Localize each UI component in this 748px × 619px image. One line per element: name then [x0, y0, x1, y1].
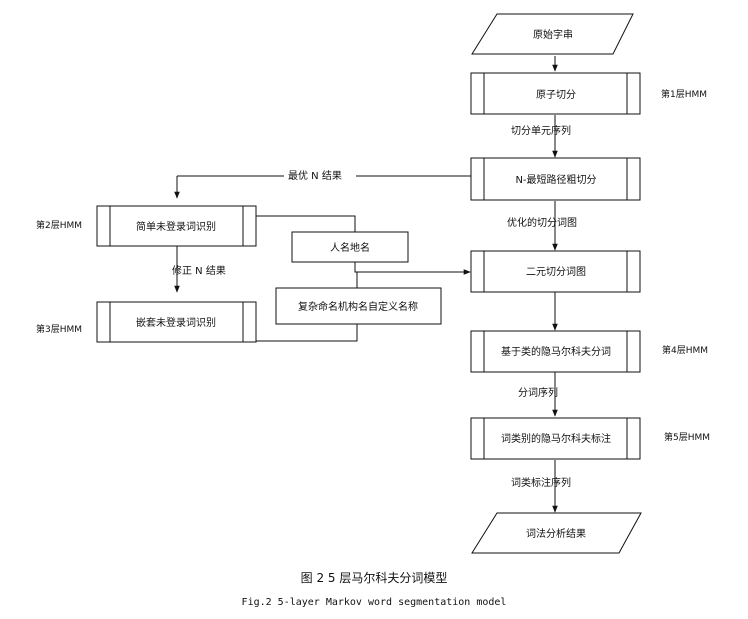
node-raw-string-shape — [471, 13, 634, 55]
node-bigram-label: 二元切分词图 — [526, 266, 586, 278]
node-nested-unknown-label: 嵌套未登录词识别 — [136, 316, 216, 329]
edge-label-word-seq: 分词序列 — [518, 386, 558, 399]
node-complex-names-label: 复杂命名机构名自定义名称 — [298, 300, 418, 313]
node-complex-names-shape — [275, 287, 442, 325]
figure-caption-chinese: 图 2 5 层马尔科夫分词模型 — [300, 571, 448, 585]
figure-caption-english: Fig.2 5-layer Markov word segmentation m… — [241, 597, 507, 608]
layer-label-1: 第1层HMM — [661, 88, 707, 100]
edge-label-best-n: 最优 N 结果 — [288, 169, 342, 182]
edge-simple-to-person — [256, 215, 356, 232]
edge-label-atomic-units: 切分单元序列 — [511, 124, 571, 137]
node-nshortest-shape — [470, 157, 641, 201]
node-pos-hmm-shape — [470, 417, 641, 460]
edge-label-optimized-graph: 优化的切分词图 — [507, 216, 577, 229]
node-result-label: 词法分析结果 — [526, 527, 586, 540]
node-simple-unknown-shape — [96, 205, 257, 247]
node-atomic-seg-label: 原子切分 — [536, 89, 576, 101]
edge-label-tag-seq: 词类标注序列 — [511, 476, 571, 489]
flowchart: 原始字串 原子切分 N-最短路径粗切分 简单未登录词识别 人名地名 二元切分词图… — [36, 13, 710, 554]
edge-nested-to-complex — [256, 324, 358, 342]
node-person-place-label: 人名地名 — [330, 241, 370, 254]
node-class-hmm-label: 基于类的隐马尔科夫分词 — [501, 345, 611, 358]
node-pos-hmm-label: 词类别的隐马尔科夫标注 — [501, 432, 611, 445]
layer-label-3: 第3层HMM — [36, 323, 82, 335]
layer-label-2: 第2层HMM — [36, 219, 82, 231]
node-result-shape — [471, 512, 642, 554]
layer-label-4: 第4层HMM — [662, 344, 708, 356]
edge-label-best-n-bg — [285, 168, 355, 182]
edge-person-to-bigram — [354, 262, 471, 275]
node-atomic-seg-shape — [470, 72, 641, 115]
node-nested-unknown-shape — [96, 301, 257, 343]
layer-label-5: 第5层HMM — [664, 431, 710, 443]
node-class-hmm-shape — [470, 330, 641, 373]
node-person-place-shape — [291, 231, 409, 263]
node-bigram-shape — [470, 250, 641, 293]
node-simple-unknown-label: 简单未登录词识别 — [136, 220, 216, 233]
node-nshortest-label: N-最短路径粗切分 — [515, 173, 596, 186]
node-raw-string-label: 原始字串 — [533, 28, 573, 41]
edge-label-revised-n: 修正 N 结果 — [172, 264, 226, 277]
